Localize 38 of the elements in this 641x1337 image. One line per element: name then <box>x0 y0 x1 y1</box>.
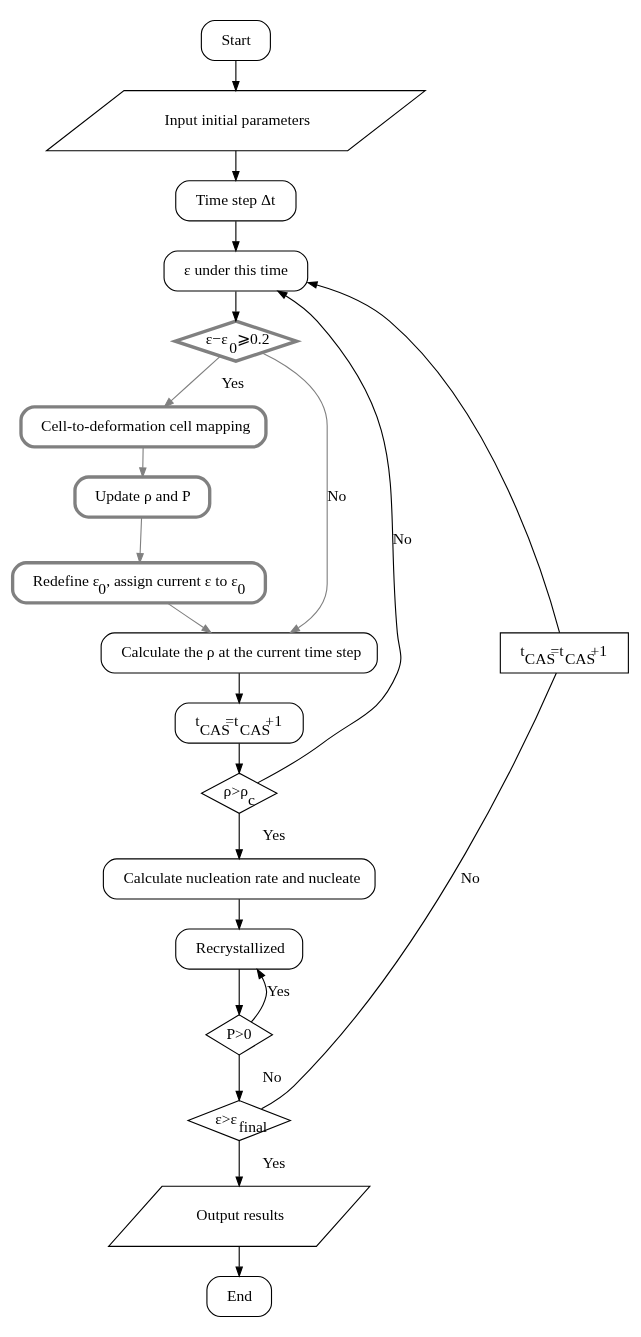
node-diamond: P>0 <box>204 1014 274 1056</box>
node-box: Time step Δt <box>175 180 297 222</box>
node-box: Cell-to-deformation cell mapping <box>19 405 268 449</box>
edge-label: No <box>392 530 412 548</box>
arrow <box>235 672 244 705</box>
edge-label: Yes <box>262 1153 286 1171</box>
arrow <box>235 742 244 775</box>
arrow <box>231 220 240 253</box>
edge-label: No <box>460 869 480 887</box>
node-box: Calculate nucleation rate and nucleate <box>102 858 376 900</box>
arrow <box>235 898 244 931</box>
node-box: Update ρ and P <box>73 475 212 519</box>
connector <box>261 672 557 1110</box>
arrow <box>257 290 402 784</box>
arrow <box>306 281 561 634</box>
edge-label: Yes <box>262 826 286 844</box>
node-box: ε under this time <box>163 250 309 292</box>
edge-label: Yes <box>267 982 290 1000</box>
node-box: Recrystallized <box>175 928 304 970</box>
edge-label: No <box>262 1067 282 1085</box>
edge-label: Yes <box>221 374 245 392</box>
node-box: Calculate the ρ at the current time step <box>100 632 378 674</box>
arrow <box>166 602 213 634</box>
arrow <box>261 352 328 634</box>
arrow <box>231 60 240 93</box>
arrow <box>235 1140 244 1188</box>
arrow <box>231 150 240 183</box>
arrow <box>250 968 268 1023</box>
arrow <box>138 446 147 479</box>
arrow <box>163 355 221 408</box>
node-box: End <box>206 1275 273 1318</box>
arrow <box>235 1054 244 1102</box>
arrow <box>231 290 240 323</box>
edge-label: No <box>327 487 347 505</box>
node-box: Start <box>200 19 271 62</box>
arrow <box>235 812 244 861</box>
arrow <box>235 968 244 1017</box>
arrow <box>235 1245 244 1278</box>
